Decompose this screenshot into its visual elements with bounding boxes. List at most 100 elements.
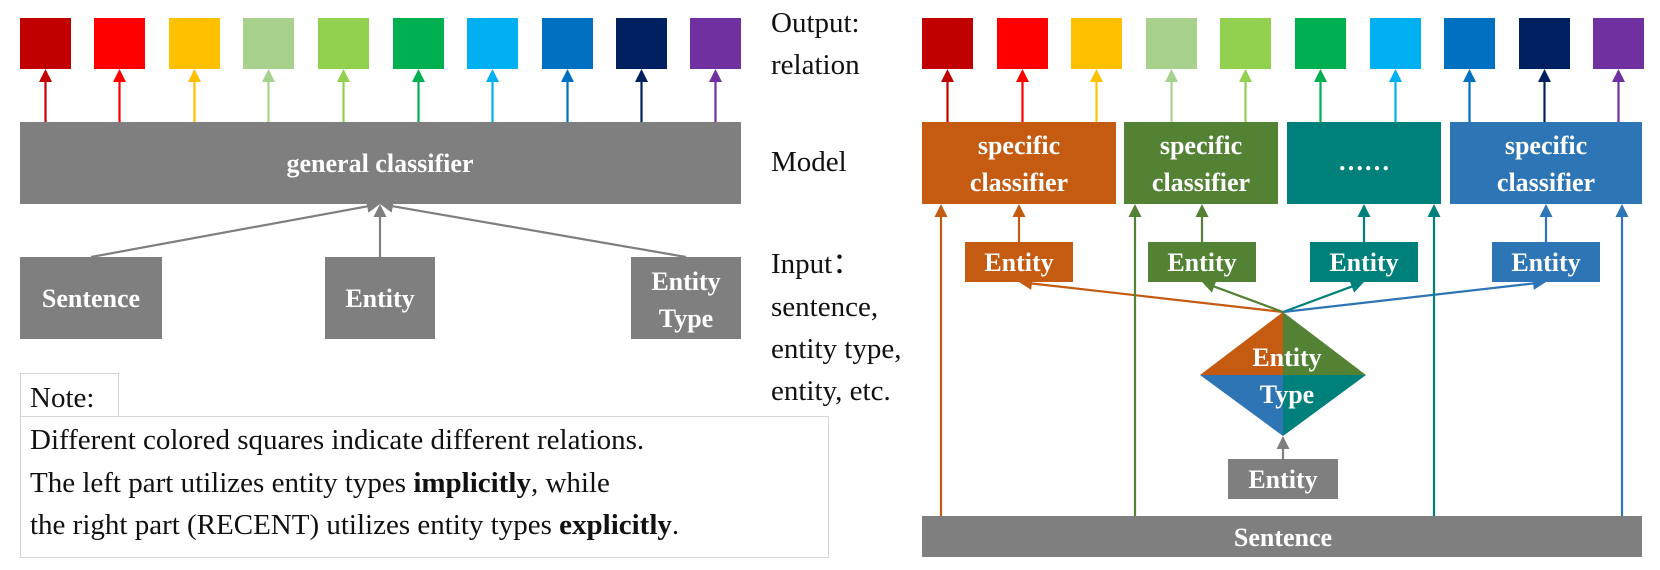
classifier-label-line2: classifier xyxy=(970,168,1068,197)
classifier-label-line1: specific xyxy=(1505,131,1587,160)
right-relation-square xyxy=(1444,18,1495,69)
sentence-to-classifier-arrow-head xyxy=(1615,204,1629,217)
left-relation-square xyxy=(616,18,667,69)
entity-to-classifier-arrow-head xyxy=(1539,204,1553,217)
input-label-line2: sentence, xyxy=(771,291,879,323)
classifier-label-line1: specific xyxy=(1160,131,1242,160)
left-relation-square xyxy=(20,18,71,69)
specific-classifier-box xyxy=(922,122,1116,204)
type-to-entity-arrow-head xyxy=(1349,280,1364,293)
classifier-output-arrow-head xyxy=(1314,69,1327,82)
left-output-arrow-head xyxy=(486,69,499,82)
classifier-output-arrow-head xyxy=(1239,69,1252,82)
left-output-arrow-head xyxy=(561,69,574,82)
entity-box-label: Entity xyxy=(984,248,1053,277)
entity-to-classifier-arrow-head xyxy=(1357,204,1371,217)
left-relation-square xyxy=(169,18,220,69)
right-relation-square xyxy=(1071,18,1122,69)
right-relation-square xyxy=(997,18,1048,69)
sentence-to-classifier-arrow-head xyxy=(1427,204,1441,217)
classifier-output-arrow-head xyxy=(1090,69,1103,82)
classifier-label-line1: specific xyxy=(978,131,1060,160)
entity-box-label: Entity xyxy=(1329,248,1398,277)
note-line-3: the right part (RECENT) utilizes entity … xyxy=(30,509,680,541)
left-entity-label: Entity xyxy=(345,284,414,313)
specific-classifiers: specificclassifierspecificclassifier……sp… xyxy=(922,122,1642,204)
classifier-label-line2: classifier xyxy=(1497,168,1595,197)
model-label: Model xyxy=(771,146,847,178)
diamond-label-line2: Type xyxy=(1260,380,1314,409)
right-relation-square xyxy=(1146,18,1197,69)
type-to-entity-arrow xyxy=(1282,285,1354,314)
sentence-to-classifier-arrow-head xyxy=(934,204,948,217)
entity-boxes: Entity Entity Entity Entity xyxy=(965,242,1600,282)
note-line-1: Different colored squares indicate diffe… xyxy=(30,424,645,456)
left-relation-square xyxy=(94,18,145,69)
classifier-output-arrow-head xyxy=(1463,69,1476,82)
classifier-output-arrow-head xyxy=(1165,69,1178,82)
note-line-2: The left part utilizes entity types impl… xyxy=(30,467,610,499)
classifier-output-arrow-head xyxy=(941,69,954,82)
note-tab xyxy=(20,373,119,418)
specific-classifier-box xyxy=(1450,122,1642,204)
specific-classifier-box xyxy=(1124,122,1278,204)
left-sentence-box xyxy=(20,257,162,339)
left-entity-type-label-line2: Type xyxy=(659,304,713,333)
left-relation-square xyxy=(393,18,444,69)
classifier-output-arrow-head xyxy=(1538,69,1551,82)
bottom-entity-label: Entity xyxy=(1248,465,1317,494)
bottom-entity-box xyxy=(1228,459,1338,499)
left-output-arrow-head xyxy=(262,69,275,82)
classifier-output-arrow-head xyxy=(1612,69,1625,82)
sentence-to-classifier-arrow-head xyxy=(1128,204,1142,217)
right-relation-square xyxy=(1295,18,1346,69)
left-entity-box xyxy=(325,257,435,339)
left-output-arrow-head xyxy=(188,69,201,82)
output-label-line1: Output: xyxy=(771,7,860,39)
entity-box-label: Entity xyxy=(1511,248,1580,277)
entity-box xyxy=(1310,242,1418,282)
type-to-entity-arrow-head xyxy=(1202,280,1217,293)
left-output-arrow-head xyxy=(709,69,722,82)
sentence-bar-label: Sentence xyxy=(1234,523,1332,552)
classifier-label-line2: classifier xyxy=(1152,168,1250,197)
note-box xyxy=(20,416,829,558)
left-output-arrow-head xyxy=(39,69,52,82)
entity-to-type-arrow-head xyxy=(1276,436,1290,449)
type-to-entity-arrow xyxy=(1030,282,1284,314)
sentence-bar xyxy=(922,516,1642,557)
input-label-line3: entity type, xyxy=(771,333,902,365)
classifier-output-arrow-head xyxy=(1389,69,1402,82)
left-output-arrow-head xyxy=(113,69,126,82)
entity-type-to-classifier-arrow xyxy=(391,204,687,259)
left-relation-square xyxy=(542,18,593,69)
entity-to-classifier-arrow-head xyxy=(1195,204,1209,217)
sentence-to-classifier-arrow xyxy=(90,205,369,259)
right-relation-squares xyxy=(922,18,1644,69)
right-relation-square xyxy=(922,18,973,69)
note-title: Note: xyxy=(30,382,95,414)
left-relation-square xyxy=(690,18,741,69)
entity-box xyxy=(965,242,1073,282)
left-output-arrow-head xyxy=(337,69,350,82)
entity-box-label: Entity xyxy=(1167,248,1236,277)
type-to-entity-arrow xyxy=(1282,282,1535,314)
input-label-line1: Input： xyxy=(771,248,862,280)
type-to-entity-arrow xyxy=(1212,285,1284,314)
entity-to-classifier-arrow-head xyxy=(1012,204,1026,217)
general-classifier-label: general classifier xyxy=(287,149,474,178)
output-label-line2: relation xyxy=(771,49,860,81)
right-relation-square xyxy=(1370,18,1421,69)
specific-classifier-box xyxy=(1287,122,1441,204)
entity-type-diamond: Entity Type xyxy=(1200,312,1366,436)
left-output-arrow-head xyxy=(412,69,425,82)
entity-box xyxy=(1148,242,1256,282)
entity-box xyxy=(1492,242,1600,282)
diamond-label-line1: Entity xyxy=(1252,343,1321,372)
entity-to-classifier-arrow-head xyxy=(373,204,387,217)
classifier-output-arrow-head xyxy=(1016,69,1029,82)
left-relation-square xyxy=(243,18,294,69)
left-relation-square xyxy=(318,18,369,69)
left-entity-type-label-line1: Entity xyxy=(651,267,720,296)
